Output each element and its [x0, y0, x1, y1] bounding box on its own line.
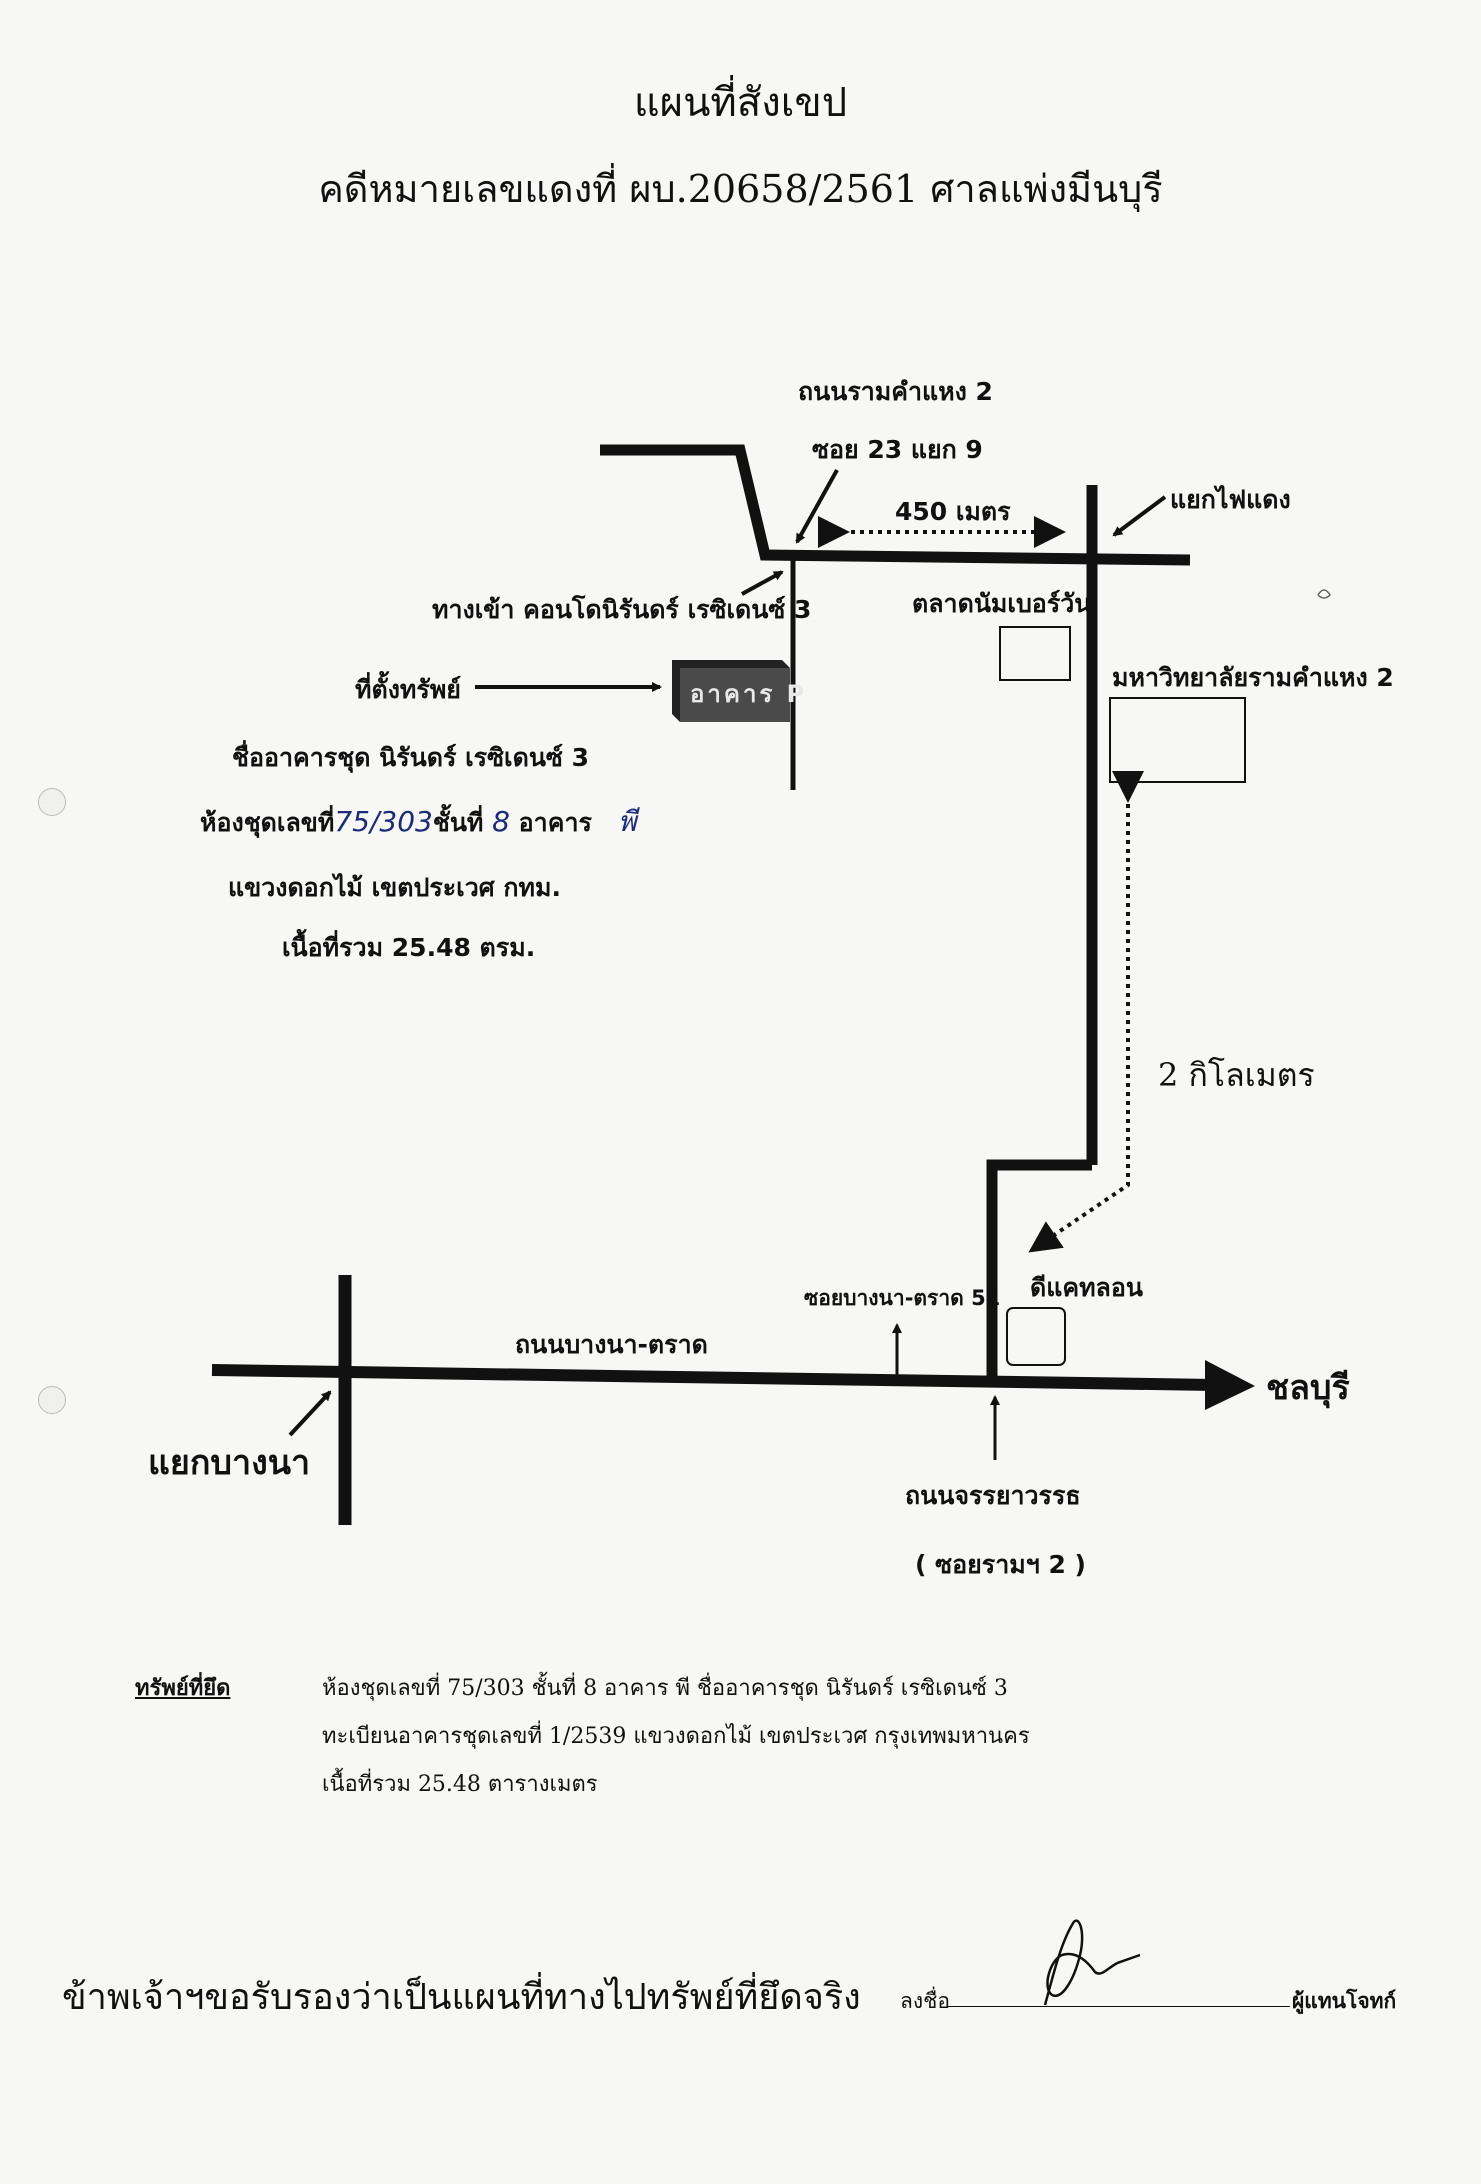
case-number: คดีหมายเลขแดงที่ ผบ.20658/2561 ศาลแพ่งมี…: [318, 167, 1163, 211]
map-title: แผนที่สังเขป: [633, 80, 848, 126]
stray-mark: [1317, 589, 1331, 599]
punch-hole-bottom: [38, 1386, 66, 1414]
label-soi-ram-2: ( ซอยรามฯ 2 ): [915, 1550, 1086, 1579]
seized-label: ทรัพย์ที่ยึด: [135, 1675, 231, 1701]
seized-line-2: ทะเบียนอาคารชุดเลขที่ 1/2539 แขวงดอกไม้ …: [322, 1724, 1030, 1749]
signature-scribble: [1043, 1919, 1141, 2006]
label-bangna-road: ถนนบางนา-ตราด: [515, 1330, 708, 1359]
arrow-entrance: [741, 570, 784, 596]
road-soi-23: [600, 444, 1191, 566]
seized-line-1: ห้องชุดเลขที่ 75/303 ชั้นที่ 8 อาคาร พี …: [322, 1676, 1008, 1701]
market-box: [999, 626, 1071, 681]
chonburi-arrowhead: [1205, 1360, 1255, 1410]
arrow-traffic-light: [1112, 495, 1167, 537]
certification-statement: ข้าพเจ้าฯขอรับรองว่าเป็นแผนที่ทางไปทรัพย…: [62, 1977, 861, 2018]
label-bangna-junction: แยกบางนา: [148, 1443, 311, 1483]
label-university: มหาวิทยาลัยรามคำแหง 2: [1112, 663, 1394, 692]
handwritten-building: พี: [618, 805, 637, 838]
road-bangna-trad: [211, 1364, 1216, 1391]
arrow-soi-23: [795, 469, 839, 544]
room-number-line: ห้องชุดเลขที่75/303ชั้นที่ 8 อาคาร พี: [200, 800, 637, 844]
punch-hole-top: [38, 788, 66, 816]
label-chanyawat-road: ถนนจรรยาวรรธ: [905, 1481, 1081, 1510]
distance-2km-arrow: [1028, 771, 1144, 1253]
label-building: อาคาร: [518, 808, 592, 837]
label-market: ตลาดนัมเบอร์วัน: [912, 589, 1092, 618]
handwritten-floor: 8: [492, 805, 510, 838]
building-p: อาคาร P: [672, 660, 807, 722]
signature-line: [948, 2006, 1290, 2007]
label-property-name: ชื่ออาคารชุด นิรันดร์ เรซิเดนซ์ 3: [232, 743, 589, 772]
arrow-bangna-junction: [288, 1390, 332, 1437]
label-district: แขวงดอกไม้ เขตประเวศ กทม.: [228, 873, 561, 902]
label-room-prefix: ห้องชุดเลขที่: [200, 808, 335, 837]
sign-label: ลงชื่อ: [900, 1989, 950, 2013]
decathlon-box: [1006, 1307, 1066, 1366]
university-box: [1109, 697, 1246, 783]
seized-line-3: เนื้อที่รวม 25.48 ตารางเมตร: [322, 1772, 598, 1797]
label-soi-23: ซอย 23 แยก 9: [812, 435, 983, 464]
label-property-location: ที่ตั้งทรัพย์: [355, 675, 461, 704]
label-traffic-light: แยกไฟแดง: [1170, 485, 1291, 514]
signer-role: ผู้แทนโจทก์: [1292, 1989, 1397, 2013]
building-p-label: อาคาร P: [690, 680, 807, 708]
label-distance-2km: 2 กิโลเมตร: [1158, 1056, 1315, 1094]
label-soi-bangna-51: ซอยบางนา-ตราด 51: [804, 1286, 1001, 1310]
label-chonburi: ชลบุรี: [1266, 1368, 1350, 1408]
label-area: เนื้อที่รวม 25.48 ตรม.: [282, 933, 536, 962]
label-ramkhamhaeng-road: ถนนรามคำแหง 2: [798, 377, 993, 406]
label-floor: ชั้นที่: [432, 808, 484, 837]
label-condo-entrance: ทางเข้า คอนโดนิรันดร์ เรซิเดนซ์ 3: [432, 595, 812, 624]
label-decathlon: ดีแคทลอน: [1030, 1273, 1143, 1302]
handwritten-room-number: 75/303: [334, 805, 433, 838]
label-distance-450: 450 เมตร: [895, 497, 1011, 526]
